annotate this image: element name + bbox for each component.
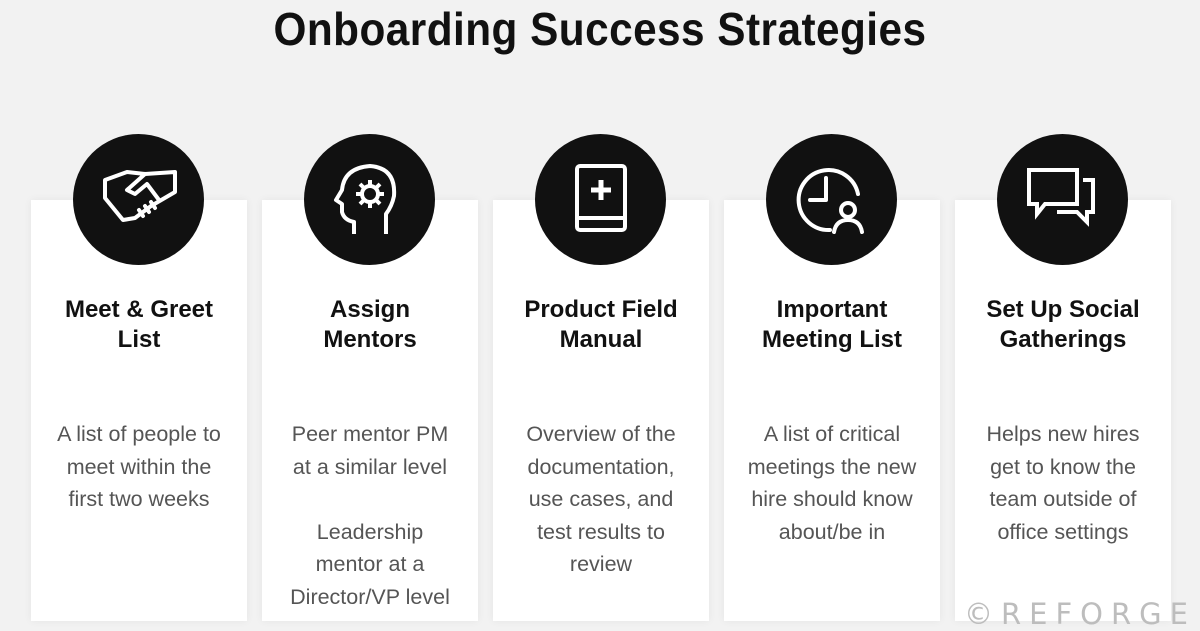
strategy-card-important-meeting-list: Important Meeting List A list of critica… bbox=[724, 200, 940, 621]
reforge-watermark: ©REFORGE bbox=[964, 597, 1196, 631]
card-title: Meet & Greet List bbox=[64, 296, 214, 353]
card-description: A list of critical meetings the new hire… bbox=[747, 422, 917, 544]
card-title: Important Meeting List bbox=[761, 296, 902, 353]
card-title: Product Field Manual bbox=[524, 296, 678, 353]
head-gear-icon bbox=[333, 163, 396, 234]
chat-bubbles-icon bbox=[1026, 167, 1095, 227]
clock-person-icon bbox=[796, 167, 864, 234]
card-title: Set Up Social Gatherings bbox=[986, 296, 1140, 353]
handshake-icon bbox=[102, 169, 177, 222]
page-title: Onboarding Success Strategies bbox=[273, 3, 927, 55]
clock-person-icon-circle bbox=[766, 134, 897, 265]
card-description: A list of people to meet within the firs… bbox=[57, 422, 221, 511]
book-plus-icon bbox=[574, 163, 627, 232]
strategy-card-product-field-manual: Product Field Manual Overview of the doc… bbox=[493, 200, 709, 621]
chat-bubbles-icon-circle bbox=[997, 134, 1128, 265]
strategy-card-social-gatherings: Set Up Social Gatherings Helps new hires… bbox=[955, 200, 1171, 621]
handshake-icon-circle bbox=[73, 134, 204, 265]
head-gear-icon-circle bbox=[304, 134, 435, 265]
strategy-card-assign-mentors: Assign Mentors Peer mentor PM at a simil… bbox=[262, 200, 478, 621]
card-title: Assign Mentors bbox=[323, 296, 417, 353]
strategy-card-meet-greet: Meet & Greet List A list of people to me… bbox=[31, 200, 247, 621]
card-description: Peer mentor PM at a similar level Leader… bbox=[290, 422, 450, 609]
book-plus-icon-circle bbox=[535, 134, 666, 265]
card-description: Helps new hires get to know the team out… bbox=[986, 422, 1140, 544]
card-description: Overview of the documentation, use cases… bbox=[526, 422, 676, 576]
